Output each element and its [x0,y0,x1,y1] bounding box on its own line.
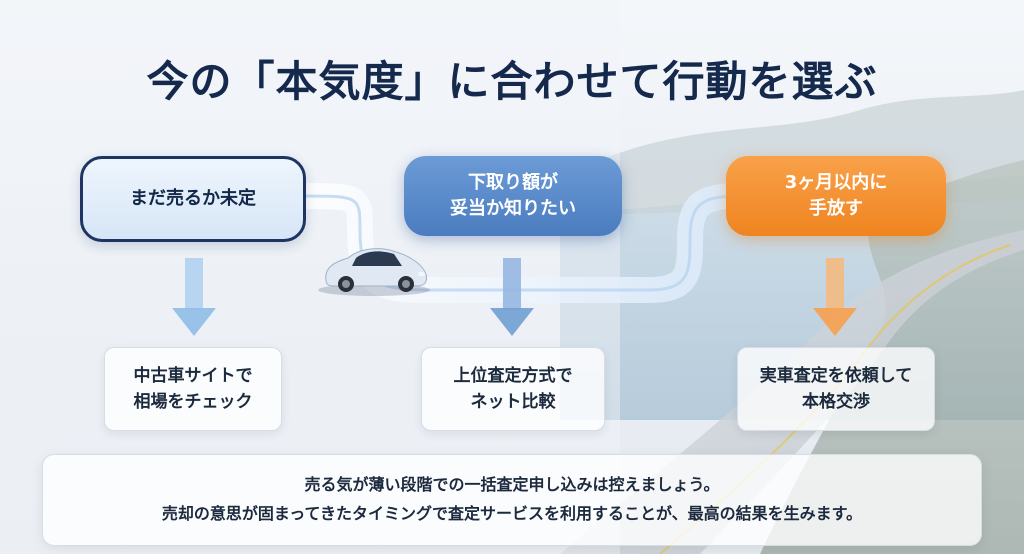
stage-undecided: まだ売るか未定 [80,156,306,242]
action-online-compare-label: 上位査定方式で ネット比較 [454,363,573,416]
stage-sell-soon: 3ヶ月以内に 手放す [726,156,946,236]
action-onsite-appraisal-label: 実車査定を依頼して 本格交渉 [760,363,913,416]
action-onsite-appraisal: 実車査定を依頼して 本格交渉 [737,347,935,431]
action-check-market-label: 中古車サイトで 相場をチェック [134,363,253,416]
stage-undecided-label: まだ売るか未定 [130,186,256,212]
stage-check-tradein-label: 下取り額が 妥当か知りたい [450,170,576,222]
action-check-market: 中古車サイトで 相場をチェック [104,347,282,431]
stage-check-tradein: 下取り額が 妥当か知りたい [404,156,622,236]
page-title: 今の「本気度」に合わせて行動を選ぶ [0,48,1024,109]
advice-note-line-2: 売却の意思が固まってきたタイミングで査定サービスを利用することが、最高の結果を生… [162,500,862,529]
advice-note: 売る気が薄い段階での一括査定申し込みは控えましょう。 売却の意思が固まってきたタ… [42,454,982,546]
action-online-compare: 上位査定方式で ネット比較 [421,347,605,431]
stage-sell-soon-label: 3ヶ月以内に 手放す [785,170,888,222]
advice-note-line-1: 売る気が薄い段階での一括査定申し込みは控えましょう。 [304,471,719,500]
